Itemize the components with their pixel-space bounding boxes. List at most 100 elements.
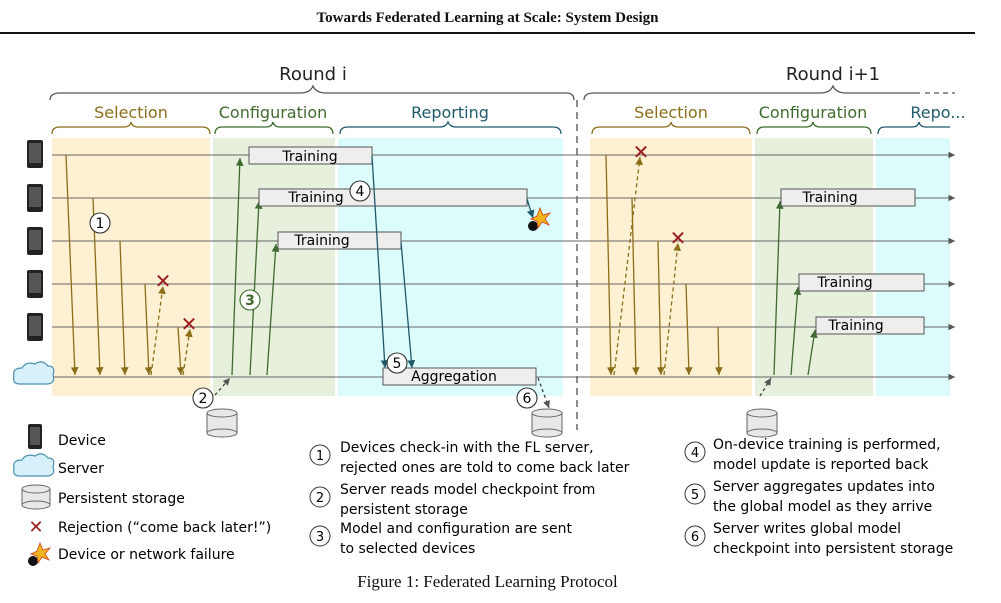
failure-bomb-icon	[528, 221, 538, 231]
rejection-x-icon: ✕	[181, 312, 198, 336]
step1-line2: rejected ones are told to come back late…	[340, 460, 630, 476]
legend-label-rejection: Rejection (“come back later!”)	[58, 520, 271, 536]
round1-label: Round i	[279, 64, 347, 85]
training-label: Training	[287, 190, 343, 206]
rejection-arrows-round1	[150, 285, 193, 376]
configuration-bg-round2	[755, 138, 873, 396]
rejection-x-icon: ✕	[670, 226, 687, 250]
training-label: Training	[816, 275, 872, 291]
reporting-arrows	[371, 155, 535, 369]
selection-arrows-round2	[605, 154, 723, 376]
phase-label-reporting-2: Repo...	[910, 103, 965, 122]
storage-cylinders	[206, 408, 778, 438]
round2-label: Round i+1	[786, 64, 880, 85]
training-bars-round1	[248, 146, 528, 250]
step2-line2: persistent storage	[340, 502, 468, 518]
legend: Device Server Persistent storage ✕ Rejec…	[13, 424, 271, 566]
phase-label-reporting-1: Reporting	[411, 103, 489, 122]
reporting-brace-round2	[877, 121, 950, 135]
reporting-bg-round1	[338, 138, 563, 396]
step-desc-num: 5	[691, 488, 699, 503]
step-marker-4: 4	[356, 184, 365, 200]
selection-bg-round1	[52, 138, 210, 396]
configuration-arrows-round2	[773, 200, 818, 376]
step4-line2: model update is reported back	[713, 457, 929, 473]
phase-label-selection-2: Selection	[634, 103, 708, 122]
training-bar	[277, 231, 402, 250]
step4-line1: On-device training is performed,	[713, 437, 941, 453]
round1-brace	[49, 84, 575, 101]
step-marker-5: 5	[393, 356, 402, 372]
step-markers	[89, 180, 538, 409]
step6-line1: Server writes global model	[713, 521, 901, 537]
rejection-x-icon: ✕	[28, 517, 43, 538]
step-marker-6: 6	[523, 391, 532, 407]
training-bar	[798, 273, 925, 292]
step-marker-2: 2	[199, 391, 208, 407]
step5-line2: the global model as they arrive	[713, 499, 932, 515]
step-desc-num: 3	[316, 530, 324, 545]
step2-line1: Server reads model checkpoint from	[340, 482, 595, 498]
step-desc-num: 2	[316, 491, 324, 506]
phase-label-configuration-1: Configuration	[219, 103, 328, 122]
phase-label-configuration-2: Configuration	[759, 103, 868, 122]
storage-write-arrow	[537, 377, 550, 409]
legend-label-failure: Device or network failure	[58, 547, 235, 563]
step3-line2: to selected devices	[340, 541, 475, 557]
step5-line1: Server aggregates updates into	[713, 479, 935, 495]
server-cloud-icon	[13, 361, 55, 385]
storage-icon	[746, 408, 778, 438]
training-label: Training	[827, 318, 883, 334]
training-bars-round2	[780, 188, 925, 335]
aggregation-label: Aggregation	[411, 369, 497, 385]
legend-label-device: Device	[58, 433, 106, 449]
round2-brace	[583, 84, 920, 101]
step-marker-3: 3	[245, 293, 255, 309]
selection-bg-round2	[590, 138, 752, 396]
step-descriptions	[309, 441, 706, 547]
training-bar	[258, 188, 528, 207]
storage-icon	[21, 484, 51, 510]
step-marker-1: 1	[96, 216, 105, 232]
paper-header: Towards Federated Learning at Scale: Sys…	[316, 10, 659, 26]
step-desc-num: 1	[316, 449, 324, 464]
round-braces	[49, 84, 955, 101]
step3-line1: Model and configuration are sent	[340, 521, 572, 537]
phase-braces	[51, 120, 950, 135]
storage-icon	[531, 408, 563, 438]
server-cloud-icon	[13, 453, 55, 477]
rejection-x-icon: ✕	[633, 140, 650, 164]
step1-line1: Devices check-in with the FL server,	[340, 440, 594, 456]
configuration-brace-round1	[214, 121, 334, 135]
reporting-brace-round1	[339, 120, 562, 135]
selection-brace-round2	[591, 121, 751, 135]
failure-spark	[529, 206, 552, 230]
step6-line2: checkpoint into persistent storage	[713, 541, 953, 557]
phase-label-selection-1: Selection	[94, 103, 168, 122]
figure-caption: Figure 1: Federated Learning Protocol	[357, 572, 618, 591]
rejection-x-icon: ✕	[155, 269, 172, 293]
step-desc-num: 6	[691, 530, 699, 545]
failure-bomb-icon	[28, 556, 38, 566]
configuration-brace-round2	[756, 121, 872, 135]
selection-brace-round1	[51, 121, 211, 135]
configuration-arrows-round1	[231, 157, 280, 376]
training-bar	[780, 188, 916, 207]
training-label: Training	[801, 190, 857, 206]
training-bar	[815, 316, 925, 335]
storage-icon	[206, 408, 238, 438]
rejection-arrows-round2	[613, 156, 682, 376]
device-screens	[29, 143, 41, 336]
legend-label-storage: Persistent storage	[58, 491, 185, 507]
training-label: Training	[293, 233, 349, 249]
legend-label-server: Server	[58, 461, 104, 477]
reporting-bg-round2	[876, 138, 950, 396]
step-desc-num: 4	[691, 446, 699, 461]
header-rule	[0, 32, 975, 34]
storage-read-arrow	[214, 377, 231, 396]
aggregation-bar	[382, 367, 537, 386]
training-label: Training	[281, 149, 337, 165]
phase-backgrounds	[52, 138, 950, 396]
training-bar	[248, 146, 373, 165]
